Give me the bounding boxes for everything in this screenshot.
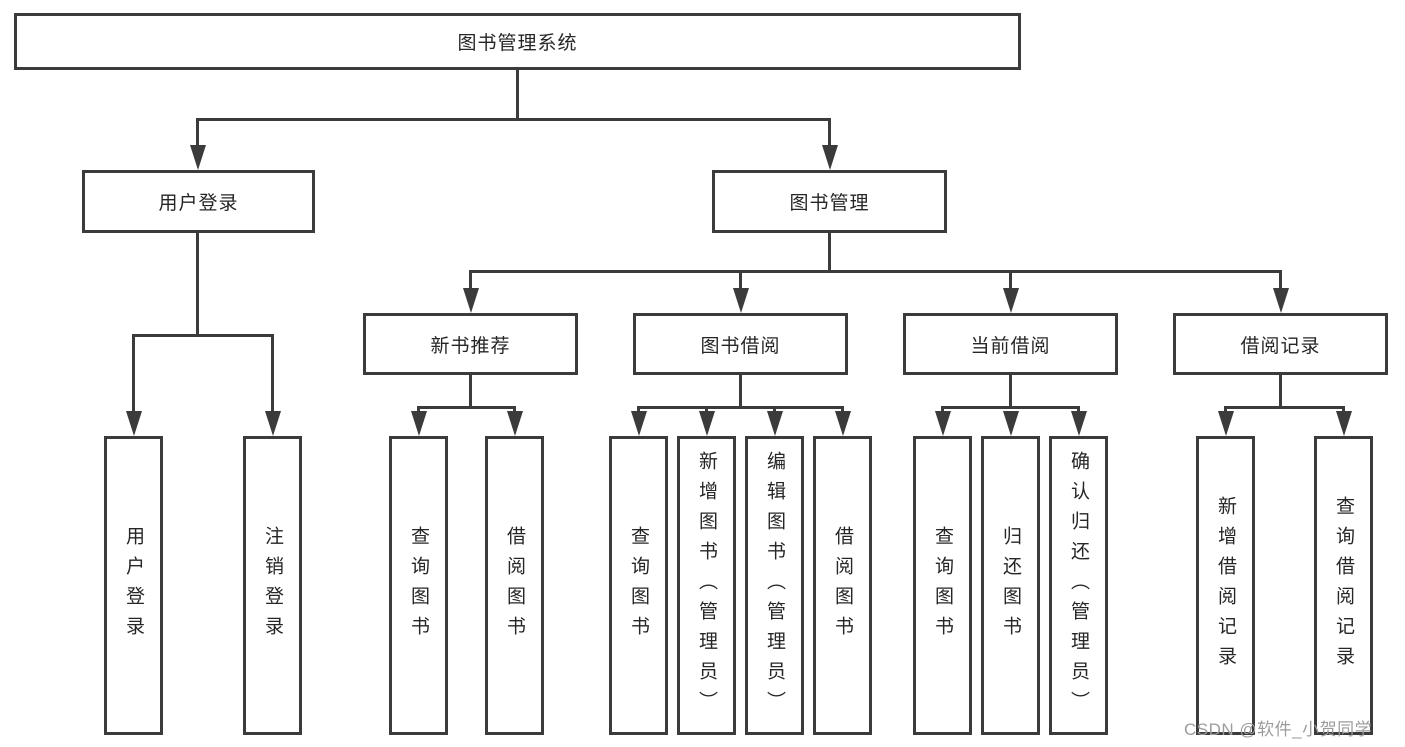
leaf-logout: 注销登录 [243,436,302,735]
connector-root-branch [196,117,831,121]
node-current-borrowing: 当前借阅 [903,313,1118,375]
leaf-confirm-return-admin: 确认归还（管理员） [1049,436,1108,735]
leaf-query-books-current: 查询图书 [913,436,972,735]
connector-stem [1279,375,1282,407]
node-label: 当前借阅 [970,335,1051,357]
down-arrowhead-icon [506,411,523,436]
down-arrowhead-icon [766,411,783,436]
connector-stem [739,375,742,407]
node-book-management: 图书管理 [712,170,947,233]
node-label: 查询借阅记录 [1333,495,1354,676]
down-arrowhead-icon [732,288,749,313]
csdn-watermark: CSDN @软件_小贺同学 [1184,720,1373,739]
node-book-borrowing: 图书借阅 [633,313,848,375]
leaf-query-books-borrowing: 查询图书 [609,436,668,735]
connector-stem [132,335,135,415]
leaf-add-books-admin: 新增图书（管理员） [677,436,736,735]
down-arrowhead-icon [821,145,838,170]
down-arrowhead-icon [1070,411,1087,436]
node-borrow-records: 借阅记录 [1173,313,1388,375]
connector-stem [469,375,472,407]
leaf-borrow-books-recommend: 借阅图书 [485,436,544,735]
connector-branch [941,405,1080,409]
node-label: 查询图书 [628,525,649,646]
node-label: 新书推荐 [430,335,511,357]
connector-stem [1279,271,1282,292]
connector-stem [828,119,831,150]
connector-branch [1224,405,1345,409]
leaf-query-books-recommend: 查询图书 [389,436,448,735]
connector-stem [271,335,274,415]
connector-branch [417,405,516,409]
connector-stem [739,271,742,292]
node-label: 新增借阅记录 [1215,495,1236,676]
node-label: 注销登录 [262,525,283,646]
leaf-borrow-books-borrowing: 借阅图书 [813,436,872,735]
node-label: 图书管理 [789,193,870,214]
down-arrowhead-icon [834,411,851,436]
connector-stem [1009,271,1012,292]
node-label: 用户登录 [123,525,144,646]
leaf-edit-books-admin: 编辑图书（管理员） [745,436,804,735]
node-label: 借阅图书 [504,525,525,646]
node-new-book-recommend: 新书推荐 [363,313,578,375]
connector-branch [637,405,844,409]
node-label: 借阅记录 [1240,335,1321,357]
leaf-return-books: 归还图书 [981,436,1040,735]
node-label: 借阅图书 [832,525,853,646]
down-arrowhead-icon [1002,411,1019,436]
node-label: 新增图书（管理员） [696,450,717,721]
node-label: 归还图书 [1000,525,1021,646]
node-label: 编辑图书（管理员） [764,450,785,721]
node-label: 查询图书 [408,525,429,646]
connector-stem [196,119,199,150]
down-arrowhead-icon [462,288,479,313]
connector-stem [1009,375,1012,407]
down-arrowhead-icon [698,411,715,436]
leaf-add-borrow-record: 新增借阅记录 [1196,436,1255,735]
down-arrowhead-icon [264,411,281,436]
node-label: 图书管理系统 [457,33,578,54]
node-label: 查询图书 [932,525,953,646]
down-arrowhead-icon [934,411,951,436]
connector-user-login-stem [196,233,199,336]
down-arrowhead-icon [125,411,142,436]
down-arrowhead-icon [630,411,647,436]
down-arrowhead-icon [189,145,206,170]
node-library-system: 图书管理系统 [14,13,1021,70]
down-arrowhead-icon [1335,411,1352,436]
connector-book-mgmt-stem [828,233,831,272]
leaf-query-borrow-record: 查询借阅记录 [1314,436,1373,735]
down-arrowhead-icon [410,411,427,436]
connector-user-login-branch [132,333,274,337]
node-user-login: 用户登录 [82,170,315,233]
down-arrowhead-icon [1272,288,1289,313]
node-label: 确认归还（管理员） [1068,450,1089,721]
node-label: 图书借阅 [700,335,781,357]
connector-stem [469,271,472,292]
down-arrowhead-icon [1002,288,1019,313]
connector-book-mgmt-branch [469,269,1282,273]
node-label: 用户登录 [158,193,239,214]
leaf-user-login: 用户登录 [104,436,163,735]
down-arrowhead-icon [1217,411,1234,436]
connector-root-stem [515,70,519,120]
